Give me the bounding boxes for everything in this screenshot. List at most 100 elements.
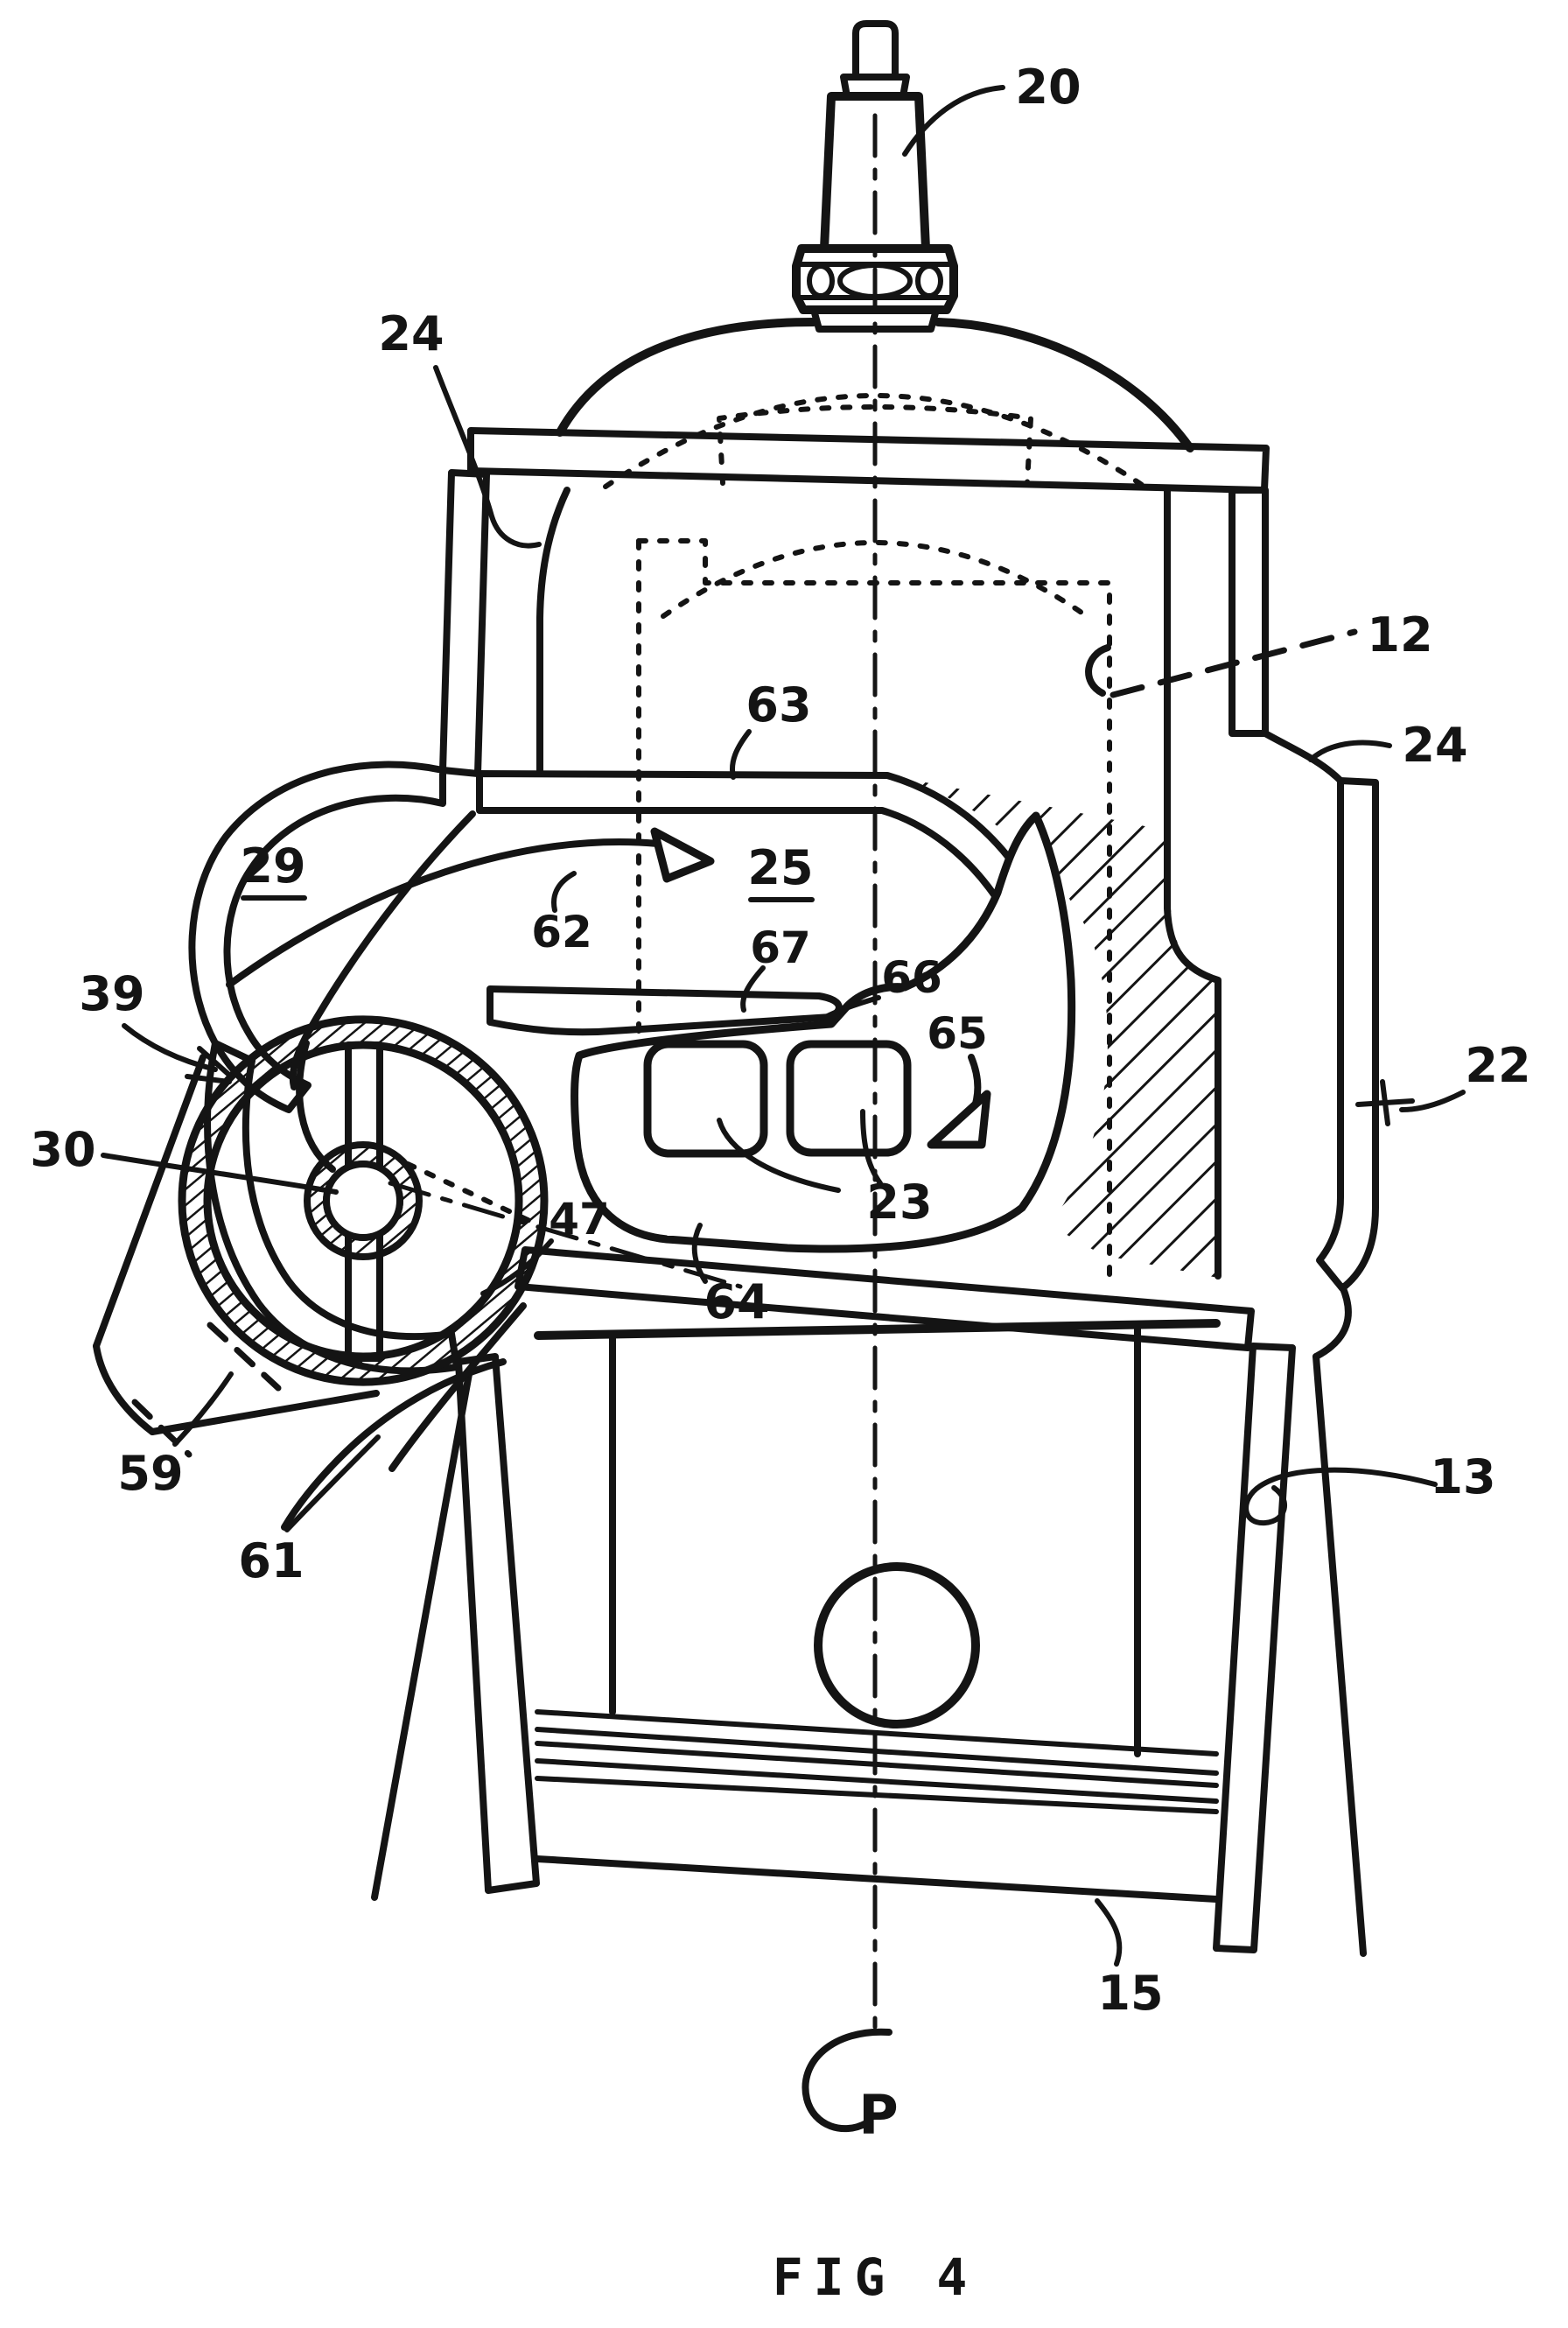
ref-label-65: 65 [927, 1008, 988, 1059]
intake-flow-curve-62 [226, 838, 662, 988]
leader-lines [101, 85, 1466, 1967]
leader-39-arrow-ticks [185, 1046, 234, 1084]
flare-right [1312, 1353, 1367, 1957]
right-lower-wall [1316, 777, 1379, 1292]
nut-flat-right [915, 263, 943, 298]
inner-wall-left [536, 487, 570, 774]
valve-port-left [643, 1040, 768, 1158]
figure-caption: FIG 4 [773, 2247, 978, 2307]
head-flange-band [467, 427, 1270, 494]
rotary-valve [178, 1015, 743, 1386]
flare-right-connector [1312, 1283, 1352, 1360]
reference-labels: 20 24 12 24 63 29 25 62 67 66 65 23 64 3… [30, 60, 1530, 2147]
plug-seat [810, 306, 940, 333]
ref-label-23: 23 [866, 1175, 932, 1230]
dome-inner-dotted-arch [603, 393, 1147, 489]
ref-label-64: 64 [704, 1274, 769, 1329]
intake-port-wall [188, 761, 446, 1113]
exhaust-flow-arrowhead [927, 1090, 991, 1149]
leader-23b [860, 1109, 883, 1186]
combustion-chamber-dotted-outline [636, 538, 1112, 1277]
exhaust-chamber-cavity [570, 811, 1076, 1253]
stub-dotted-2 [131, 1399, 192, 1458]
stub-edge-lower [149, 1390, 380, 1435]
inner-wall-right [1164, 487, 1222, 1280]
leader-39 [122, 1023, 218, 1072]
ref-label-15: 15 [1097, 1966, 1163, 2021]
piston-skirt-bottom [534, 1855, 1220, 1903]
dotted-box-top-right [636, 538, 1112, 1277]
right-wall-step [1262, 730, 1344, 784]
ref-label-24-left: 24 [378, 306, 444, 361]
ref-label-66: 66 [881, 952, 942, 1003]
leader-59 [172, 1371, 234, 1447]
ref-label-25: 25 [747, 840, 813, 895]
ref-label-62: 62 [531, 907, 592, 957]
ref-label-63: 63 [746, 677, 811, 733]
wrist-pin-circle [814, 1562, 980, 1728]
axis-label-P: P [858, 2083, 898, 2147]
ref-label-24-right: 24 [1402, 718, 1467, 773]
cylinder-wall-right [1213, 1343, 1296, 1953]
leader-30 [101, 1153, 339, 1195]
leader-47 [480, 1238, 554, 1296]
ref-label-61: 61 [238, 1533, 304, 1588]
ref-label-22: 22 [1465, 1038, 1530, 1093]
transfer-sweep-1 [281, 1358, 507, 1531]
valve-port-right [786, 1040, 912, 1157]
valve-shaft-bore [323, 1160, 403, 1241]
leader-64 [691, 1223, 708, 1284]
leader-12-dashed [1110, 628, 1358, 698]
flare-left [371, 1371, 472, 1901]
stub-end-face [93, 1343, 156, 1435]
leader-20 [902, 85, 1005, 157]
plug-terminal [852, 20, 899, 81]
ref-label-30: 30 [30, 1122, 95, 1177]
dome-arc-right [934, 318, 1194, 452]
leader-23a [717, 1118, 841, 1193]
leader-15 [1095, 1898, 1123, 1967]
valve-inner-dotted [405, 1161, 538, 1226]
nut-flat-left [807, 263, 835, 298]
valve-rotor-pocket [296, 1040, 336, 1173]
ref-label-29: 29 [240, 838, 305, 894]
intake-bulb-inner-curve [289, 810, 476, 1090]
dome-arc-left [556, 318, 818, 437]
ref-label-13: 13 [1430, 1449, 1495, 1504]
ref-label-20: 20 [1015, 60, 1081, 115]
head-corner-casting [887, 775, 1218, 1278]
ref-label-12: 12 [1367, 607, 1432, 663]
leader-67 [740, 965, 766, 1013]
rotation-axis-arc-P [802, 2028, 892, 2133]
leader-24-right [1308, 740, 1392, 762]
finger-wall-67 [486, 985, 843, 1036]
transfer-sweep-2 [388, 1302, 527, 1472]
stub-edge-upper [93, 1054, 206, 1350]
cylinder-wall-left [455, 1353, 540, 1894]
leader-62 [551, 871, 577, 913]
crankcase-flares [371, 1283, 1367, 1957]
flow-arrows [226, 827, 991, 1149]
corner-hook [1085, 644, 1111, 697]
leader-24-left [433, 365, 542, 549]
rotary-valve-ring [178, 1015, 549, 1386]
leader-13 [1243, 1467, 1438, 1526]
stub-dotted-1 [206, 1322, 282, 1392]
inner-wall-lines [289, 487, 1344, 1280]
leader-22-tick [1355, 1079, 1415, 1126]
leader-22 [1399, 1090, 1466, 1112]
right-upper-wall [1228, 487, 1269, 737]
ref-label-67: 67 [750, 922, 811, 973]
valve-axis-dashed [388, 1181, 743, 1289]
leader-63 [730, 729, 752, 780]
ref-label-47: 47 [549, 1194, 610, 1245]
piston-ring-4 [535, 1758, 1219, 1804]
leader-61 [284, 1434, 381, 1532]
ref-label-39: 39 [79, 966, 144, 1021]
ref-label-59: 59 [117, 1446, 183, 1501]
intake-flow-arrowhead [650, 827, 715, 883]
leader-66 [820, 995, 881, 1021]
plug-hex-nut [792, 244, 958, 314]
